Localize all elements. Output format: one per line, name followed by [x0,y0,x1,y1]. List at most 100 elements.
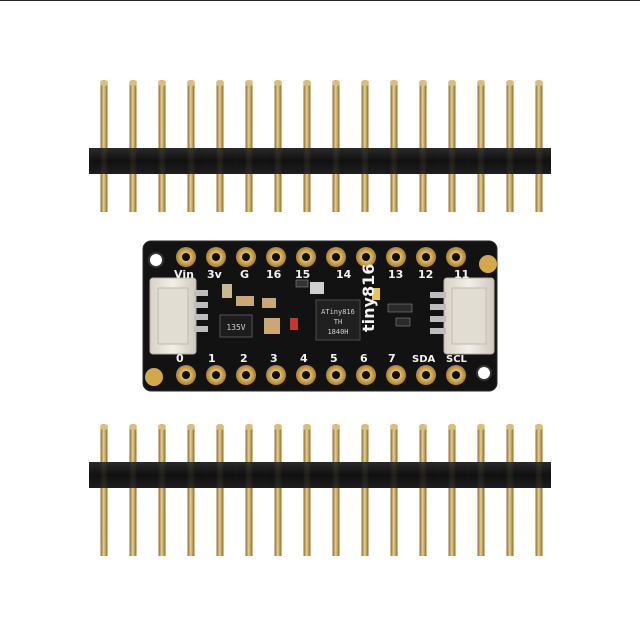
chip-line-2: TH [334,318,342,326]
label-16: 16 [266,268,282,281]
pin-tip [448,424,456,430]
header-pin [332,428,340,556]
mounting-hole-gold [479,255,497,273]
solder-pad-hole [212,253,220,261]
pin-tip [448,80,456,86]
capacitor [262,298,276,308]
solder-pad-hole [242,253,250,261]
capacitor [236,296,254,306]
resistor [387,303,413,313]
header-pin [535,428,543,556]
pin-header-top [89,80,551,212]
label-14: 14 [336,268,352,281]
header-pin [303,428,311,556]
pin-tip [390,80,398,86]
chip-line-3: 1840H [327,328,348,336]
pad-row-bottom [176,365,466,385]
pin-tip [129,80,137,86]
label-1: 1 [208,352,216,365]
label-6: 6 [360,352,368,365]
label-5: 5 [330,352,338,365]
pin-tip [477,424,485,430]
header-pin [419,428,427,556]
pin-tip [158,424,166,430]
header-plastic-cover [89,462,551,488]
solder-pad-hole [272,253,280,261]
solder-pad-hole [422,253,430,261]
header-pin [477,428,485,556]
header-pin [158,428,166,556]
solder-pad-hole [302,371,310,379]
mounting-hole [148,252,164,268]
pin-tip [129,424,137,430]
header-pin [448,428,456,556]
label-sda: SDA [412,354,436,365]
pin-tip [100,424,108,430]
pin-tip [216,80,224,86]
mounting-hole-gold [145,368,163,386]
regulator: 135V [219,314,253,338]
board-name-label: tiny816 [359,264,378,332]
solder-pad-hole [182,371,190,379]
label-scl: SCL [446,354,468,365]
pin-tip [274,424,282,430]
header-plastic-cover [89,148,551,174]
label-11: 11 [454,268,469,281]
pin-tip [361,80,369,86]
label-4: 4 [300,352,308,365]
chip-line-1: ATiny816 [321,308,355,316]
solder-pad-hole [362,253,370,261]
solder-pad-hole [452,371,460,379]
label-13: 13 [388,268,403,281]
pin-tip [245,424,253,430]
solder-pad-hole [272,371,280,379]
pin-tip [303,424,311,430]
pin-tip [216,424,224,430]
pin-tip [390,424,398,430]
label-3v: 3v [207,268,223,281]
label-7: 7 [388,352,396,365]
resistor [295,279,309,288]
header-pin [216,428,224,556]
microcontroller-chip: ATiny816 TH 1840H [315,299,361,341]
pin-tip [535,424,543,430]
solder-pad-hole [452,253,460,261]
pin-tip [274,80,282,86]
led-red [290,318,298,330]
label-2: 2 [240,352,248,365]
pin-tip [506,424,514,430]
led-yellow [372,288,380,300]
pin-tip [419,424,427,430]
header-pin [274,428,282,556]
pin-header-bottom [89,424,551,556]
label-vin: Vin [174,268,194,281]
solder-pad-hole [182,253,190,261]
mounting-hole [476,365,492,381]
pin-tip [506,80,514,86]
pin-tip [245,80,253,86]
solder-pad-hole [422,371,430,379]
label-15: 15 [295,268,310,281]
capacitor [264,318,280,334]
pin-tip [303,80,311,86]
header-pin [361,428,369,556]
pin-tip [332,424,340,430]
pin-tip [100,80,108,86]
pin-tip [187,80,195,86]
solder-pad-hole [212,371,220,379]
regulator-mark: 135V [226,323,245,332]
header-pin [506,428,514,556]
header-pin [129,428,137,556]
stemma-connector-left [149,277,208,355]
crystal [310,282,324,294]
pin-tip [332,80,340,86]
solder-pad-hole [242,371,250,379]
pin-tip [361,424,369,430]
pin-tip [419,80,427,86]
label-0: 0 [176,352,184,365]
header-pin [245,428,253,556]
capacitor [222,284,232,298]
header-pin [100,428,108,556]
